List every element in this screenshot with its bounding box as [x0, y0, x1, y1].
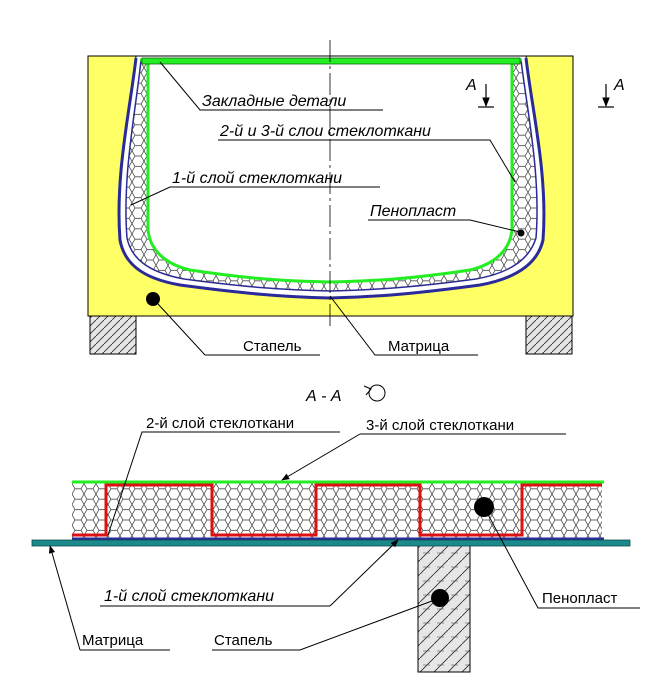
third-fiberglass-layer [72, 483, 602, 537]
foam-panel [72, 482, 602, 538]
embedded-parts-bar [141, 57, 521, 65]
label-layer-1: 1-й слой стеклоткани [172, 170, 342, 187]
label-matrix-section: Матрица [82, 632, 144, 649]
stapel-marker-dot [146, 292, 160, 306]
leader-layer-1 [130, 186, 380, 206]
label-stapel-top: Стапель [243, 338, 302, 355]
leader-embedded-parts [159, 61, 383, 111]
section-mark-left: А [465, 77, 477, 94]
leader-layer-2 [107, 431, 340, 536]
stapel-support-left [89, 315, 137, 355]
stapel-support-right [525, 315, 573, 355]
leader-layer-3-arrow [281, 433, 361, 481]
section-mark-right: А [613, 77, 625, 94]
foam-band [125, 60, 538, 291]
leader-stapel-section [212, 597, 441, 651]
label-layer-2: 2-й слой стеклоткани [146, 415, 294, 432]
section-view: А - А 2-й слой стеклоткани 3-й слой стек… [31, 384, 640, 673]
stapel-post [417, 544, 471, 673]
label-stapel-section: Стапель [214, 632, 273, 649]
view-rotated-icon [363, 384, 386, 402]
leader-layers-2-3 [218, 139, 516, 183]
label-matrix-top: Матрица [388, 338, 450, 355]
leader-matrix [329, 295, 478, 356]
top-view: А А Закладные детали 2-й и 3-й слои стек… [87, 40, 625, 356]
label-embedded-parts: Закладные детали [202, 93, 346, 110]
leader-stapel [157, 303, 320, 356]
label-layers-2-3: 2-й и 3-й слои стеклоткани [219, 123, 431, 140]
leader-matrix-arrow [48, 545, 81, 651]
label-layer-3: 3-й слой стеклоткани [366, 417, 514, 434]
leader-foam-section [483, 506, 640, 609]
leader-foam [368, 219, 521, 233]
foam-marker-dot [517, 229, 525, 237]
label-layer-1-section: 1-й слой стеклоткани [104, 588, 274, 605]
label-foam-section: Пенопласт [542, 590, 617, 607]
section-title: А - А [305, 388, 342, 405]
label-foam-top: Пенопласт [370, 203, 456, 220]
leader-layer-1-arrow [329, 539, 399, 607]
matrix-plate [31, 539, 631, 547]
